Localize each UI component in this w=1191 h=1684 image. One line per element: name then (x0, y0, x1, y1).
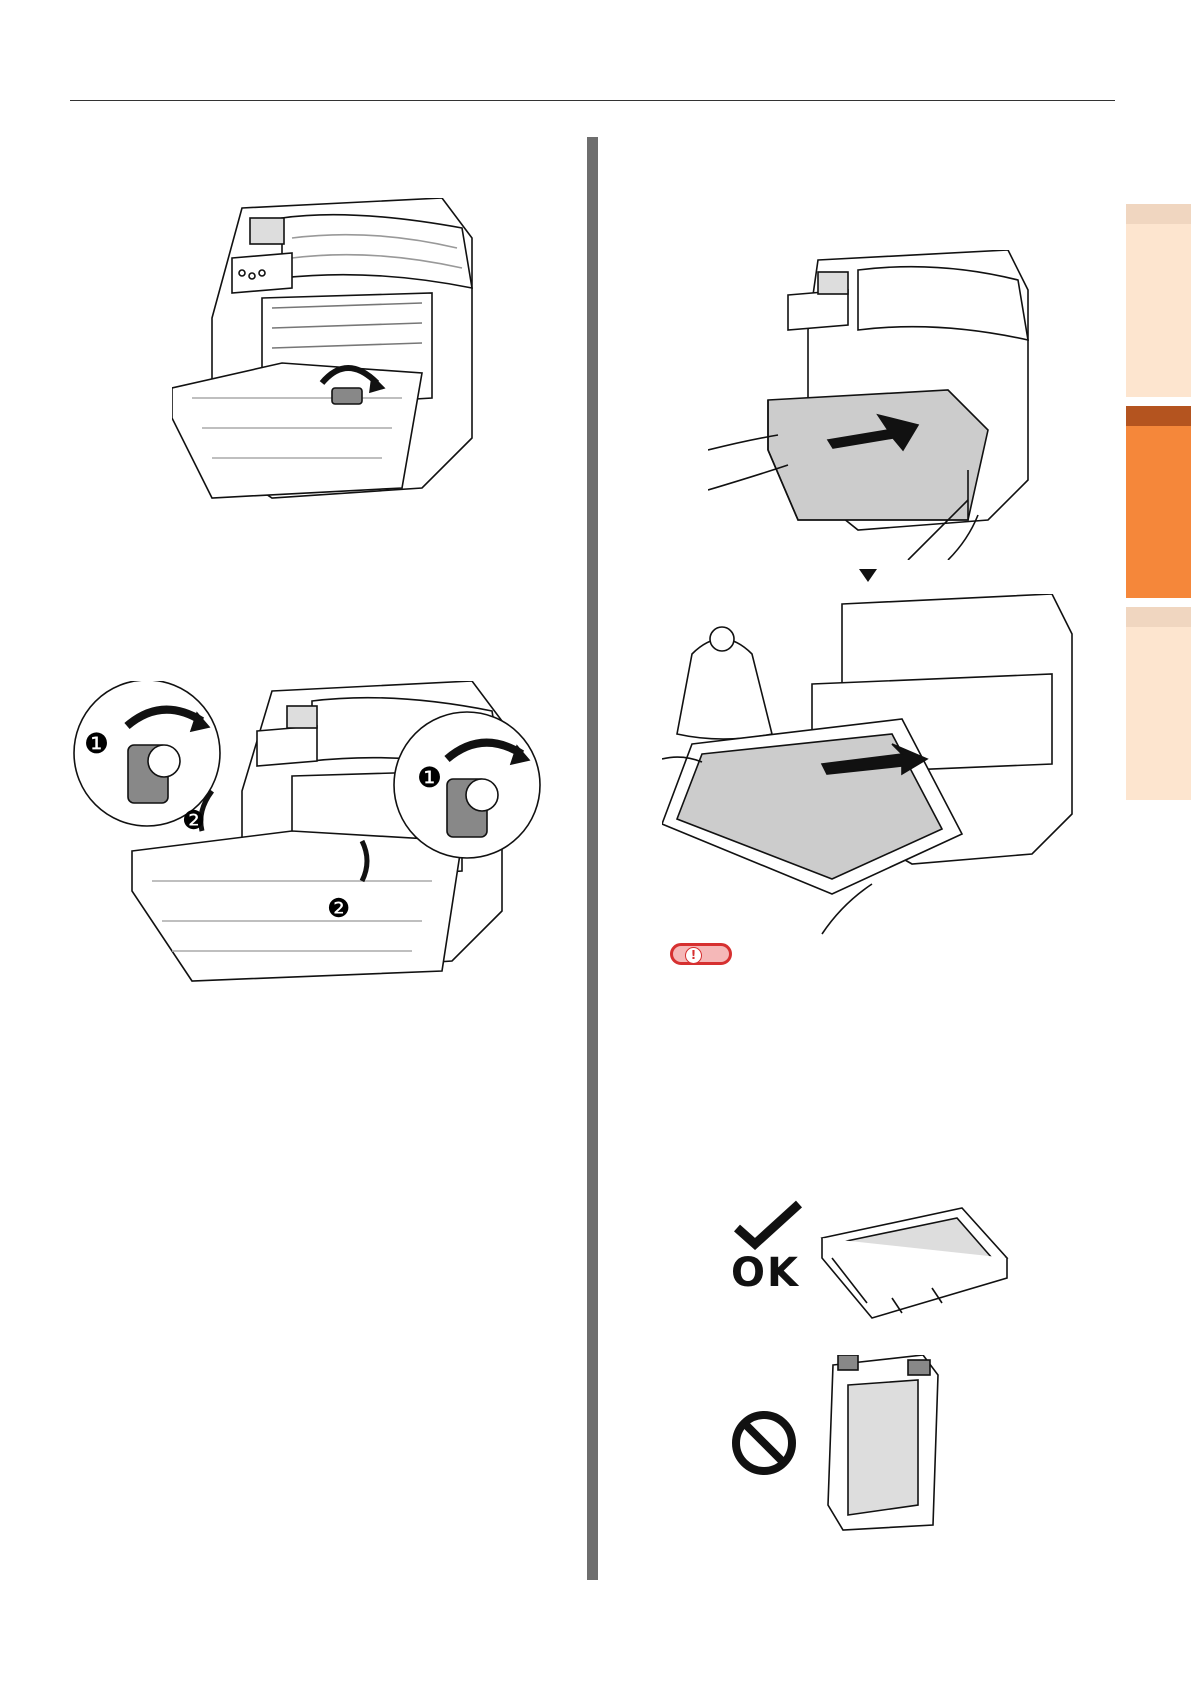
step-mark-2a: ❷ (182, 806, 205, 836)
step-mark-1a: ❶ (84, 727, 109, 760)
column-divider (587, 137, 598, 1580)
printer-lever-turn-illustration (172, 198, 482, 514)
belt-unit-pull-out-illustration (708, 250, 1038, 560)
ok-label: OK (731, 1250, 800, 1296)
prohibited-icon (731, 1410, 797, 1476)
checkmark-icon (733, 1200, 803, 1250)
belt-unit-upright-illustration (823, 1355, 943, 1535)
note-warning-badge: ! (670, 943, 732, 965)
next-step-arrow-icon (859, 569, 877, 582)
chapter-tab-1[interactable] (1126, 204, 1191, 397)
header-rule (70, 100, 1115, 101)
chapter-tab-3[interactable] (1126, 607, 1191, 800)
belt-unit-flat-illustration (812, 1188, 1012, 1328)
step-mark-1b: ❶ (417, 761, 442, 794)
belt-unit-carry-illustration (662, 594, 1082, 939)
exclamation-icon: ! (685, 947, 702, 964)
chapter-tab-2[interactable] (1126, 406, 1191, 598)
step-mark-2b: ❷ (327, 894, 350, 924)
printer-lever-rotate-illustration: ❶ ❷ ❶ ❷ (72, 681, 572, 991)
